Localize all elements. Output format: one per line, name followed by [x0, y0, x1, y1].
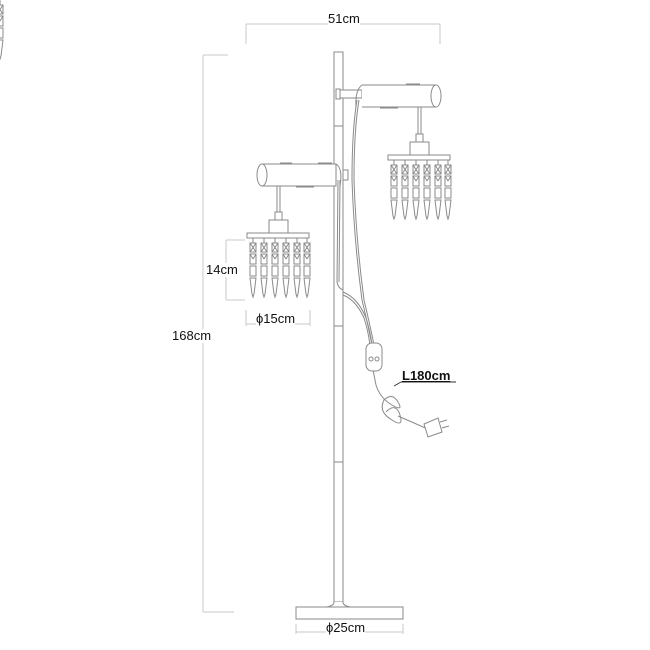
lower-shade-mount [246, 186, 310, 239]
inline-switch [365, 342, 383, 372]
width-dimension [245, 23, 441, 44]
upper-arm-cylinder [355, 83, 442, 109]
shade-height-label: 14cm [206, 262, 238, 277]
lower-crystal-shade [249, 237, 311, 298]
cable-leader [393, 381, 456, 387]
lower-arm-cylinder [256, 162, 342, 188]
plug [423, 417, 450, 438]
overall-height-label: 168cm [172, 328, 212, 343]
cable-length-label: L180cm [402, 368, 451, 383]
shade-diameter-label: ϕ15cm [256, 311, 296, 326]
upper-crystal-shade [0, 0, 452, 220]
overall-width-label: 51cm [328, 11, 360, 26]
pole [333, 51, 344, 603]
base-diameter-label: ϕ25cm [326, 620, 366, 635]
round-base [295, 601, 404, 620]
upper-shade-mount [387, 107, 451, 161]
